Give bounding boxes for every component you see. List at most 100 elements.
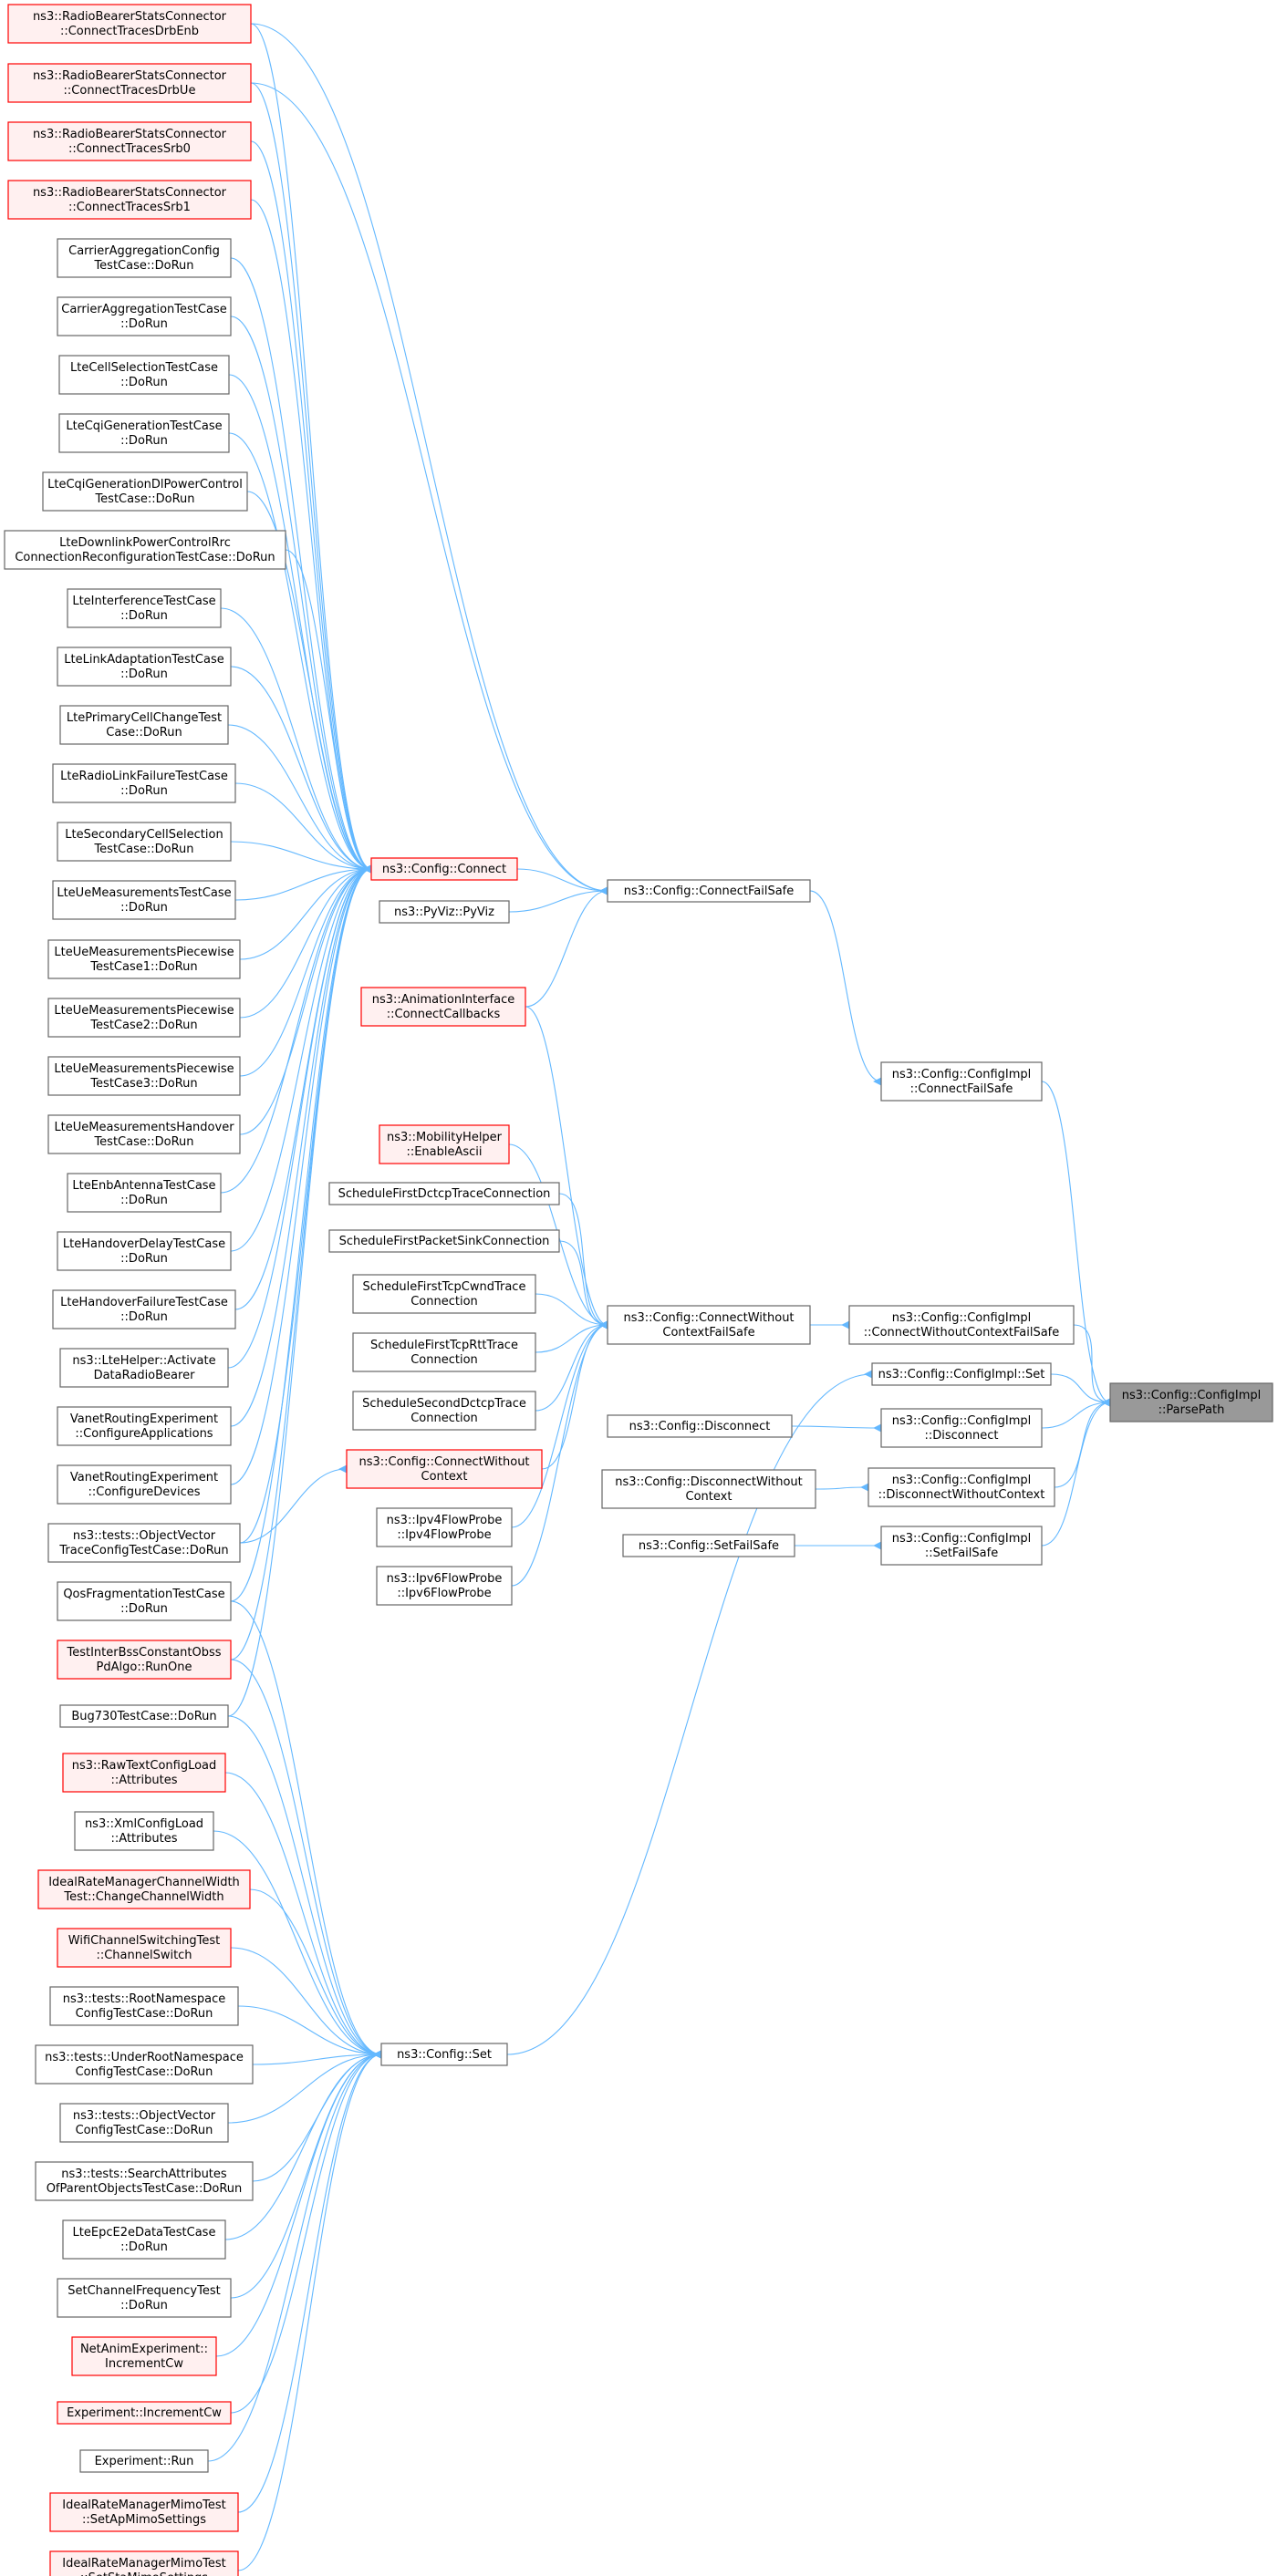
node-lte_hofail[interactable]: LteHandoverFailureTestCase::DoRun (52, 1289, 236, 1329)
node-idealmimo_sta[interactable]: IdealRateManagerMimoTest::SetStaMimoSett… (49, 2550, 239, 2576)
node-netanim[interactable]: NetAnimExperiment::IncrementCw (71, 2336, 217, 2376)
node-cfg_disconnect[interactable]: ns3::Config::Disconnect (607, 1414, 793, 1438)
node-label: ::DoRun (120, 376, 168, 389)
edge-lte_uemeas_pw1-to-cfg_connect (239, 864, 372, 960)
node-box (35, 2161, 254, 2201)
node-cfg_dwoc[interactable]: ns3::Config::DisconnectWithoutContext (601, 1469, 816, 1509)
node-bug730[interactable]: Bug730TestCase::DoRun (59, 1704, 229, 1728)
node-label: ns3::tests::ObjectVector (73, 2109, 216, 2123)
edge-ltehelper_adrb-to-cfg_connect (227, 864, 373, 1369)
node-label: SetChannelFrequencyTest (68, 2284, 220, 2298)
node-cfg_cwocfs[interactable]: ns3::Config::ConnectWithoutContextFailSa… (607, 1305, 811, 1345)
node-lte_uemeas_pw3[interactable]: LteUeMeasurementsPiecewiseTestCase3::DoR… (47, 1056, 241, 1096)
node-impl_cfs[interactable]: ns3::Config::ConfigImpl::ConnectFailSafe (880, 1061, 1043, 1102)
node-cfg_set[interactable]: ns3::Config::Set (380, 2043, 508, 2066)
node-box (59, 1704, 229, 1728)
node-impl_setfs[interactable]: ns3::Config::ConfigImpl::SetFailSafe (880, 1526, 1043, 1566)
node-impl_parse[interactable]: ns3::Config::ConfigImpl::ParsePath (1109, 1382, 1273, 1422)
node-ca_test[interactable]: CarrierAggregationTestCase::DoRun (57, 296, 232, 336)
node-lte_dlpower[interactable]: LteDownlinkPowerControlRrcConnectionReco… (4, 530, 286, 570)
node-rbsc_drbue[interactable]: ns3::RadioBearerStatsConnector::ConnectT… (7, 63, 252, 103)
node-setchfreq[interactable]: SetChannelFrequencyTest::DoRun (57, 2278, 232, 2318)
node-xmlcfg[interactable]: ns3::XmlConfigLoad::Attributes (74, 1811, 214, 1851)
node-exp_inc[interactable]: Experiment::IncrementCw (57, 2401, 232, 2425)
node-qosfrag[interactable]: QosFragmentationTestCase::DoRun (57, 1581, 232, 1621)
edge-impl_cfs-to-impl_parse (1041, 1081, 1112, 1407)
node-box (376, 1566, 513, 1606)
node-box (42, 471, 248, 512)
node-vanet_devs[interactable]: VanetRoutingExperiment::ConfigureDevices (57, 1464, 232, 1505)
node-label: ConfigTestCase::DoRun (76, 2007, 213, 2021)
edge-rbsc_drbenb-to-cfg_cfs (250, 23, 609, 895)
edge-sched_sec-to-cfg_cwocfs (535, 1320, 609, 1412)
node-vanet_apps[interactable]: VanetRoutingExperiment::ConfigureApplica… (57, 1406, 232, 1446)
node-lte_interf[interactable]: LteInterferenceTestCase::DoRun (67, 588, 222, 628)
node-impl_disc[interactable]: ns3::Config::ConfigImpl::Disconnect (880, 1408, 1043, 1448)
node-idealrate_cw[interactable]: IdealRateManagerChannelWidthTest::Change… (37, 1869, 251, 1909)
node-rootns[interactable]: ns3::tests::RootNamespaceConfigTestCase:… (49, 1986, 239, 2026)
edge-rawtext-to-cfg_set (224, 1772, 383, 2059)
node-cfg_connect[interactable]: ns3::Config::Connect (370, 857, 518, 881)
node-searchattr[interactable]: ns3::tests::SearchAttributesOfParentObje… (35, 2161, 254, 2201)
node-cfg_cwoc[interactable]: ns3::Config::ConnectWithoutContext (346, 1449, 543, 1489)
node-label: ns3::LteHelper::Activate (72, 1354, 215, 1368)
node-label: ns3::RadioBearerStatsConnector (33, 10, 227, 24)
node-exp_run[interactable]: Experiment::Run (79, 2449, 209, 2473)
node-epce2e[interactable]: LteEpcE2eDataTestCase::DoRun (62, 2219, 226, 2260)
node-wifich[interactable]: WifiChannelSwitchingTest::ChannelSwitch (57, 1928, 232, 1968)
node-rbsc_srb0[interactable]: ns3::RadioBearerStatsConnector::ConnectT… (7, 121, 252, 161)
node-impl_dwoc[interactable]: ns3::Config::ConfigImpl::DisconnectWitho… (868, 1467, 1055, 1507)
node-lte_hodelay[interactable]: LteHandoverDelayTestCase::DoRun (57, 1231, 232, 1271)
node-label: ns3::Config::ConfigImpl (1122, 1389, 1262, 1402)
node-objvec_trace[interactable]: ns3::tests::ObjectVectorTraceConfigTestC… (47, 1523, 241, 1563)
node-label: IncrementCw (105, 2357, 183, 2371)
node-label: ns3::RadioBearerStatsConnector (33, 186, 227, 200)
node-underroot[interactable]: ns3::tests::UnderRootNamespaceConfigTest… (35, 2044, 254, 2085)
node-lte_cellsel[interactable]: LteCellSelectionTestCase::DoRun (58, 355, 230, 395)
node-lte_uemeas[interactable]: LteUeMeasurementsTestCase::DoRun (52, 880, 236, 920)
node-impl_set[interactable]: ns3::Config::ConfigImpl::Set (871, 1362, 1052, 1386)
node-box (47, 1114, 241, 1154)
node-rbsc_srb1[interactable]: ns3::RadioBearerStatsConnector::ConnectT… (7, 180, 252, 220)
node-sched_dctcp[interactable]: ScheduleFirstDctcpTraceConnection (328, 1182, 560, 1205)
node-ipv4fp[interactable]: ns3::Ipv4FlowProbe::Ipv4FlowProbe (376, 1507, 513, 1547)
node-lte_uemeas_pw1[interactable]: LteUeMeasurementsPiecewiseTestCase1::DoR… (47, 939, 241, 979)
node-label: LteInterferenceTestCase (72, 595, 215, 608)
edge-layer (207, 23, 1112, 2571)
node-anim_cb[interactable]: ns3::AnimationInterface::ConnectCallback… (360, 987, 526, 1027)
node-lte_cqigen[interactable]: LteCqiGenerationTestCase::DoRun (58, 413, 230, 453)
node-mobhelper[interactable]: ns3::MobilityHelper::EnableAscii (379, 1124, 510, 1164)
edge-rbsc_drbue-to-cfg_cfs (250, 82, 609, 895)
node-rawtext[interactable]: ns3::RawTextConfigLoad::Attributes (62, 1753, 226, 1793)
node-box (360, 987, 526, 1027)
node-label: Context (421, 1470, 468, 1484)
node-lte_linkadapt[interactable]: LteLinkAdaptationTestCase::DoRun (57, 647, 232, 687)
node-cfg_cfs[interactable]: ns3::Config::ConnectFailSafe (607, 879, 811, 903)
node-ipv6fp[interactable]: ns3::Ipv6FlowProbe::Ipv6FlowProbe (376, 1566, 513, 1606)
node-lte_uemeas_pw2[interactable]: LteUeMeasurementsPiecewiseTestCase2::DoR… (47, 998, 241, 1038)
node-lte_rlf[interactable]: LteRadioLinkFailureTestCase::DoRun (52, 763, 236, 803)
node-rbsc_drbenb[interactable]: ns3::RadioBearerStatsConnector::ConnectT… (7, 4, 252, 44)
node-impl_cwocfs[interactable]: ns3::Config::ConfigImpl::ConnectWithoutC… (848, 1305, 1075, 1345)
node-lte_enbant[interactable]: LteEnbAntennaTestCase::DoRun (67, 1173, 222, 1213)
node-objvec_cfg[interactable]: ns3::tests::ObjectVectorConfigTestCase::… (59, 2103, 229, 2143)
edge-sched_rtt-to-cfg_cwocfs (535, 1320, 608, 1353)
node-cfg_setfs[interactable]: ns3::Config::SetFailSafe (622, 1534, 795, 1557)
node-sched_sink[interactable]: ScheduleFirstPacketSinkConnection (328, 1229, 560, 1253)
node-lte_cqigendl[interactable]: LteCqiGenerationDlPowerControlTestCase::… (42, 471, 248, 512)
node-pyviz[interactable]: ns3::PyViz::PyViz (379, 900, 510, 924)
node-idealmimo_ap[interactable]: IdealRateManagerMimoTest::SetApMimoSetti… (49, 2492, 239, 2532)
node-label: Experiment::Run (95, 2455, 194, 2468)
node-label: ns3::Ipv6FlowProbe (387, 1572, 503, 1586)
edge-objvec_cfg-to-cfg_set (227, 2050, 382, 2124)
node-box (380, 2043, 508, 2066)
